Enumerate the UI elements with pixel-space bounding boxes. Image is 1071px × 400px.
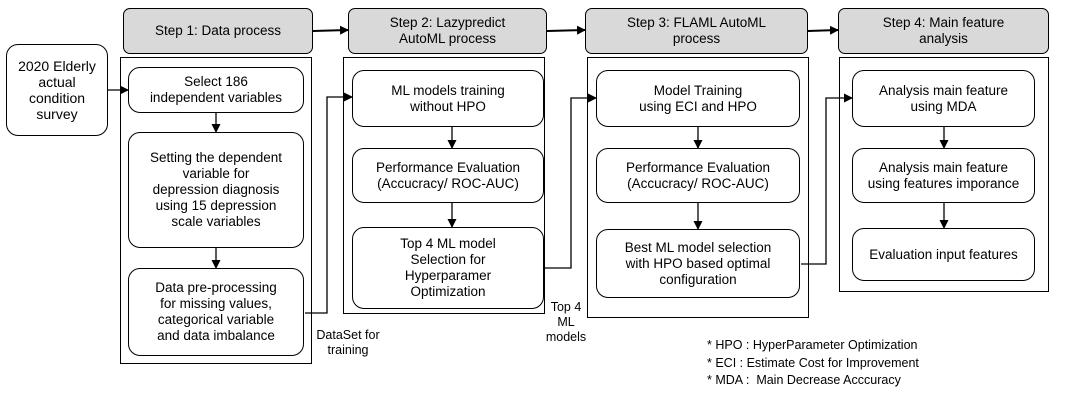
- step1-box-select-variables: Select 186 independent variables: [128, 67, 304, 113]
- dataset-label: DataSet for training: [316, 328, 380, 357]
- step4-frame: [839, 57, 1049, 292]
- step1-box-preprocessing: Data pre-processing for missing values, …: [128, 268, 304, 356]
- step3-box-best-model: Best ML model selection with HPO based o…: [596, 229, 800, 298]
- step2-box-training: ML models training without HPO: [352, 70, 544, 127]
- footnote-eci: * ECI : Estimate Cost for Improvement: [707, 355, 919, 370]
- top4-models-label: Top 4 ML models: [545, 300, 587, 344]
- step2-header: Step 2: Lazypredict AutoML process: [348, 8, 547, 54]
- step1-header: Step 1: Data process: [123, 8, 313, 54]
- step1-box-dependent-variable: Setting the dependent variable for depre…: [128, 132, 304, 248]
- arrow-s1-to-s2: [305, 92, 353, 314]
- arrow-step1-to-step2: [312, 25, 349, 35]
- footnotes: * HPO : HyperParameter Optimization * EC…: [707, 337, 919, 390]
- step2-box-evaluation: Performance Evaluation (Accucracy/ ROC-A…: [352, 148, 544, 203]
- footnote-mda: * MDA : Main Decrease Acccuracy: [707, 373, 901, 387]
- step1-frame: [120, 57, 312, 364]
- arrow-step3-to-step4: [807, 25, 839, 35]
- step3-frame: [587, 57, 809, 318]
- footnote-hpo: * HPO : HyperParameter Optimization: [707, 338, 918, 352]
- step4-box-feature-importance: Analysis main feature using features imp…: [852, 148, 1035, 203]
- arrow-step2-to-step3: [546, 25, 586, 35]
- arrow-s2-to-s3: [545, 93, 597, 269]
- step3-header: Step 3: FLAML AutoML process: [585, 8, 808, 54]
- step2-frame: [343, 57, 545, 314]
- step3-box-training: Model Training using ECI and HPO: [596, 70, 800, 127]
- step3-box-evaluation: Performance Evaluation (Accucracy/ ROC-A…: [596, 148, 800, 203]
- step4-header: Step 4: Main feature analysis: [838, 8, 1049, 54]
- step4-box-mda: Analysis main feature using MDA: [852, 70, 1035, 127]
- step2-box-top4-selection: Top 4 ML model Selection for Hyperparame…: [352, 227, 544, 309]
- source-survey-node: 2020 Elderly actual condition survey: [6, 44, 108, 136]
- step4-box-evaluation-inputs: Evaluation input features: [852, 228, 1035, 281]
